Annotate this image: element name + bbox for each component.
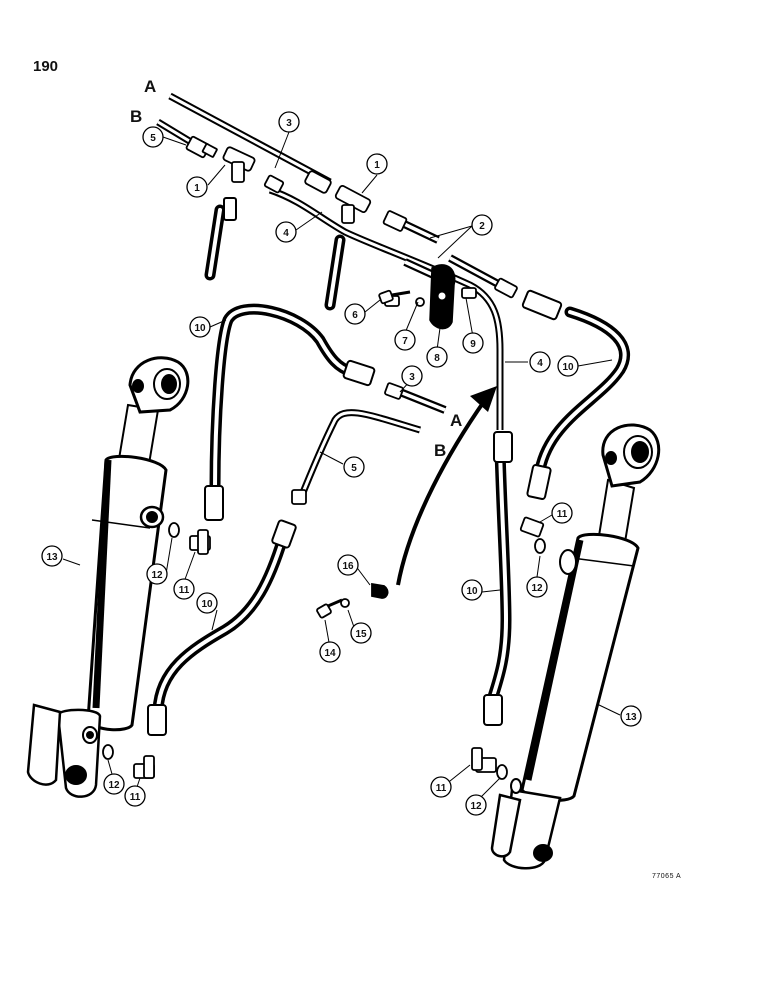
callout-12-left-upper: 12	[151, 570, 163, 581]
callout-5-mid: 5	[351, 463, 357, 474]
fittings	[185, 135, 518, 505]
callout-6: 6	[352, 310, 358, 321]
elbows	[102, 289, 546, 780]
callout-7: 7	[402, 336, 408, 347]
callout-16: 16	[342, 561, 354, 572]
callout-13-right: 13	[625, 712, 637, 723]
callouts: 3 1 5 1 2 4 6 7 8 9 10 4 10 3 5 13 12 11…	[41, 111, 642, 816]
right-cylinder	[490, 423, 661, 870]
callout-10-center: 10	[466, 586, 478, 597]
callout-1-left: 1	[194, 183, 200, 194]
callout-4-mid: 4	[537, 358, 543, 369]
callout-4-top: 4	[283, 228, 289, 239]
callout-10-upper-left: 10	[194, 323, 206, 334]
label-b-mid: B	[434, 441, 446, 460]
callout-3-mid: 3	[409, 372, 415, 383]
callout-13-left: 13	[46, 552, 58, 563]
hoses	[152, 204, 631, 716]
figure-code: 77065 A	[652, 873, 682, 880]
callout-11-left-upper: 11	[179, 585, 190, 596]
clamp	[429, 264, 456, 330]
callout-15: 15	[355, 629, 367, 640]
label-a-mid: A	[450, 411, 462, 430]
callout-12-left-lower: 12	[108, 780, 120, 791]
callout-1-right: 1	[374, 160, 380, 171]
callout-11-left-lower: 11	[130, 792, 141, 803]
rigid-lines	[156, 92, 504, 502]
callout-10-right: 10	[562, 362, 574, 373]
callout-10-lower-left: 10	[201, 599, 213, 610]
label-a-top: A	[144, 77, 156, 96]
callout-2: 2	[479, 221, 485, 232]
label-b-top: B	[130, 107, 142, 126]
callout-leaders	[62, 131, 621, 803]
callout-8: 8	[434, 353, 440, 364]
callout-3-top: 3	[286, 118, 292, 129]
page-number: 190	[33, 58, 59, 75]
callout-11-right-lower: 11	[436, 783, 447, 794]
reference-arrow	[396, 386, 497, 586]
callout-11-right-upper: 11	[557, 509, 568, 520]
hose-fittings	[147, 197, 563, 736]
callout-12-right-lower: 12	[470, 801, 482, 812]
callout-12-right-upper: 12	[531, 583, 543, 594]
callout-5-top: 5	[150, 133, 156, 144]
callout-9: 9	[470, 339, 476, 350]
callout-14: 14	[324, 648, 336, 659]
line-labels: A B A B	[130, 77, 462, 460]
left-cylinder	[26, 356, 190, 798]
